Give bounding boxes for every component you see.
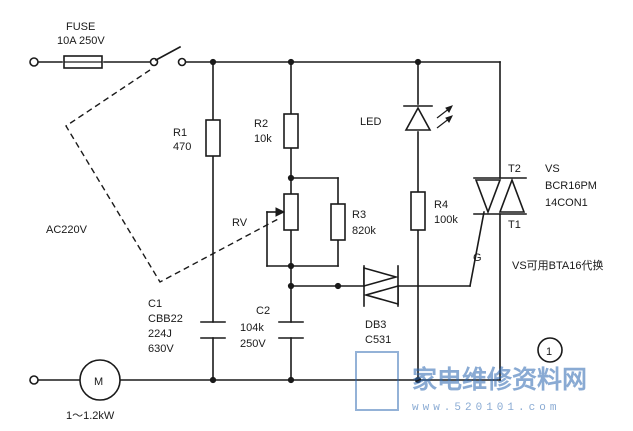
r3-value-label: 820k (352, 225, 376, 237)
source-label: AC220V (46, 224, 88, 236)
figure-number: 1 (537, 337, 563, 363)
r2-ref-label: R2 (254, 118, 268, 130)
vs-gate-label: G (473, 252, 482, 264)
capacitor-c2: C2 104k 250V (240, 305, 304, 350)
watermark: 家电维修资料网 www.520101.com (355, 351, 587, 414)
vs-part2-label: 14CON1 (545, 197, 588, 209)
r3-ref-label: R3 (352, 209, 366, 221)
motor-symbol: M (94, 376, 103, 388)
motor: M 1～1.2kW (66, 359, 121, 422)
diac-db3: DB3 C531 (363, 265, 399, 346)
fuse-rating-label: 10A 250V (57, 35, 105, 47)
vs-substitute-note: VS可用BTA16代换 (512, 258, 604, 272)
fuse-name-label: FUSE (66, 21, 95, 33)
resistor-r4: R4 100k (410, 191, 458, 231)
c2-voltage-label: 250V (240, 338, 266, 350)
r4-ref-label: R4 (434, 199, 448, 211)
watermark-url: www.520101.com (412, 402, 560, 414)
r2-value-label: 10k (254, 133, 272, 145)
led: LED (360, 105, 453, 131)
db3-part-label: C531 (365, 334, 391, 346)
resistor-r2: R2 10k (254, 113, 299, 149)
power-switch (149, 45, 187, 67)
figure-number-label: 1 (546, 346, 552, 358)
motor-rating-label: 1～1.2kW (66, 410, 115, 422)
input-terminals (29, 57, 39, 385)
vs-t1-label: T1 (508, 219, 521, 231)
led-ref-label: LED (360, 116, 381, 128)
r1-value-label: 470 (173, 141, 191, 153)
r1-ref-label: R1 (173, 127, 187, 139)
potentiometer-rv: RV (232, 193, 299, 231)
capacitor-c1: C1 CBB22 224J 630V (148, 298, 226, 355)
vs-part-label: BCR16PM (545, 180, 597, 192)
c1-voltage-label: 630V (148, 343, 174, 355)
fuse: FUSE 10A 250V (57, 21, 105, 69)
triac-vs: T2 T1 G VS BCR16PM 14CON1 VS可用BTA16代换 (473, 163, 604, 272)
c2-value-label: 104k (240, 322, 264, 334)
resistor-r1: R1 470 (173, 119, 221, 157)
db3-ref-label: DB3 (365, 319, 386, 331)
vs-ref-label: VS (545, 163, 560, 175)
watermark-text: 家电维修资料网 (412, 365, 587, 394)
vs-t2-label: T2 (508, 163, 521, 175)
mechanical-link (65, 69, 281, 283)
c1-ref-label: C1 (148, 298, 162, 310)
r4-value-label: 100k (434, 214, 458, 226)
c1-code-label: 224J (148, 328, 172, 340)
resistor-r3: R3 820k (330, 203, 376, 241)
c1-type-label: CBB22 (148, 313, 183, 325)
c2-ref-label: C2 (256, 305, 270, 317)
wires (37, 58, 501, 384)
rv-ref-label: RV (232, 217, 248, 229)
